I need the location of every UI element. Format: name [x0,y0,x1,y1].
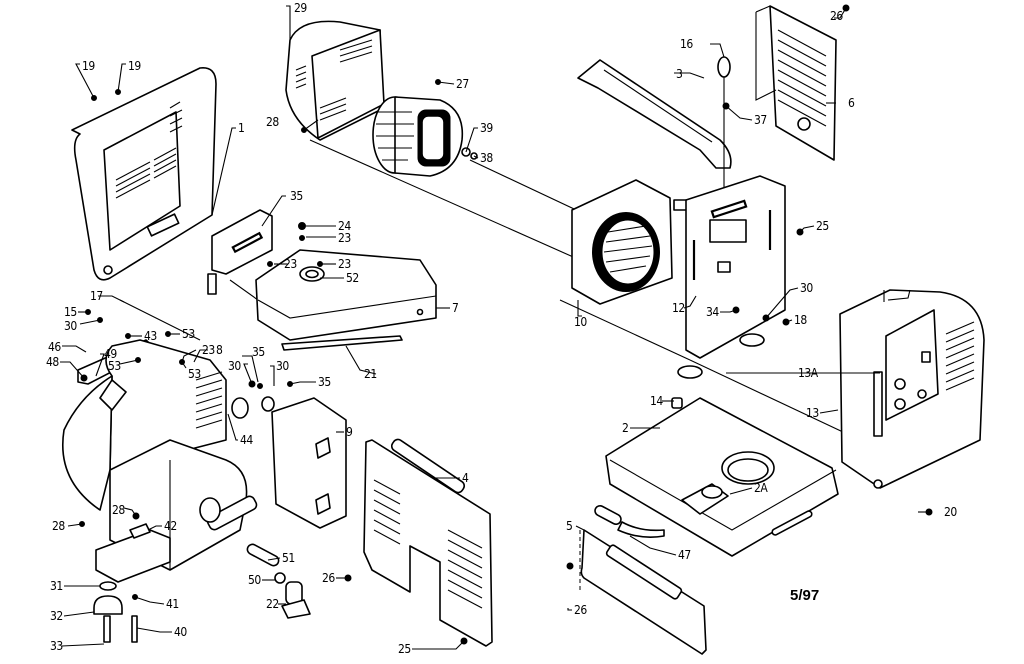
callout-3: 3 [676,67,682,81]
part-12-frame-bracket [677,175,786,379]
callout-2a: 2A [754,481,768,495]
callout-39: 39 [480,121,493,135]
callout-2: 2 [622,421,628,435]
callout-labels: 19 19 1 29 27 28 39 38 3 16 37 26 6 35 2… [46,1,958,656]
part-35-bracket [207,209,273,295]
part-22-fuel-valve [246,543,311,619]
part-3-handle [577,59,732,169]
callout-21: 21 [364,367,377,381]
callout-30: 30 [800,281,813,295]
callout-16: 16 [680,37,693,51]
callout-1: 1 [238,121,244,135]
callout-4: 4 [462,471,469,485]
callout-37: 37 [754,113,767,127]
callout-24: 24 [338,219,351,233]
callout-47: 47 [678,548,691,562]
callout-53: 53 [108,359,121,373]
callout-9: 9 [346,425,353,439]
engine-block [62,339,258,583]
callout-10: 10 [574,315,587,329]
callout-49: 49 [104,347,117,361]
callout-38: 38 [480,151,493,165]
callout-25: 25 [816,219,829,233]
callout-22: 22 [266,597,279,611]
callout-28: 28 [112,503,125,517]
callout-32: 32 [50,609,63,623]
part-rotor-stator [372,96,478,177]
callout-30: 30 [64,319,77,333]
part-5-gasket-plate [579,529,707,655]
callout-50: 50 [248,573,261,587]
callout-26: 26 [574,603,587,617]
callout-53: 53 [182,327,195,341]
callout-13a: 13A [798,366,819,380]
callout-28: 28 [52,519,65,533]
callout-35: 35 [252,345,265,359]
part-9-muffler [231,396,347,529]
callout-34: 34 [706,305,719,319]
callout-5: 5 [566,519,572,533]
callout-48: 48 [46,355,59,369]
callout-15: 15 [64,305,77,319]
callout-17: 17 [90,289,103,303]
callout-30: 30 [276,359,289,373]
part-6-side-grille [755,5,837,161]
callout-33: 33 [50,639,63,653]
callout-20: 20 [944,505,957,519]
callout-43: 43 [144,329,157,343]
part-13-outer-housing [839,289,985,489]
callout-23: 23 [338,231,351,245]
callout-53: 53 [188,367,201,381]
part-47-fuel-line [594,504,665,538]
part-29-fan-shroud [285,20,385,141]
leader-lines [60,5,929,650]
part-1-rear-panel [71,67,217,281]
callout-35: 35 [290,189,303,203]
callout-13: 13 [806,406,819,420]
part-2-fuel-tank [605,397,839,557]
part-10-alternator-housing [571,179,689,305]
callout-42: 42 [164,519,177,533]
callout-26: 26 [830,9,843,23]
callout-23: 23 [202,343,215,357]
callout-46: 46 [48,340,61,354]
callout-30: 30 [228,359,241,373]
callout-8: 8 [216,343,223,357]
callout-14: 14 [650,394,663,408]
callout-12: 12 [672,301,685,315]
callout-51: 51 [282,551,295,565]
callout-6: 6 [848,96,855,110]
callout-27: 27 [456,77,469,91]
callout-31: 31 [50,579,63,593]
callout-23: 23 [284,257,297,271]
callout-41: 41 [166,597,179,611]
callout-7: 7 [452,301,458,315]
part-16-gasket [717,56,731,78]
callout-18: 18 [794,313,807,327]
date-code: 5/97 [790,587,819,604]
callout-52: 52 [346,271,359,285]
callout-40: 40 [174,625,187,639]
callout-35: 35 [318,375,331,389]
callout-28: 28 [266,115,279,129]
callout-44: 44 [240,433,253,447]
callout-19: 19 [128,59,141,73]
callout-23: 23 [338,257,351,271]
callout-29: 29 [294,1,307,15]
callout-19: 19 [82,59,95,73]
callout-26: 26 [322,571,335,585]
part-4-front-panel [363,438,493,647]
callout-25: 25 [398,642,411,656]
part-7-tray [255,249,437,351]
